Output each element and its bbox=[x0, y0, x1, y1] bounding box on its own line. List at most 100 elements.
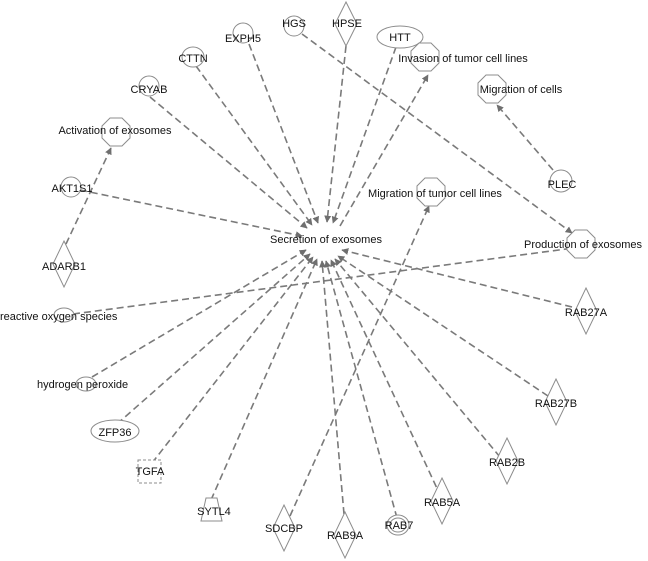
node-label: reactive oxygen species bbox=[0, 311, 118, 323]
node-adarb1[interactable]: ADARB1 bbox=[42, 239, 86, 289]
node-label: RAB5A bbox=[424, 497, 461, 509]
diamond-shape bbox=[333, 510, 357, 560]
node-label: hydrogen peroxide bbox=[37, 379, 128, 391]
node-label: HGS bbox=[282, 18, 306, 30]
node-akt1s1[interactable]: AKT1S1 bbox=[52, 176, 93, 198]
node-zfp36[interactable]: ZFP36 bbox=[90, 419, 140, 443]
octagon-shape bbox=[101, 117, 131, 147]
hub-label: Secretion of exosomes bbox=[270, 234, 382, 246]
edge-rab27a-hub bbox=[341, 248, 573, 308]
ellipse-shape bbox=[181, 46, 205, 68]
octagon-shape bbox=[566, 229, 596, 259]
edge-rab7-hub bbox=[324, 260, 398, 519]
diamond-shape bbox=[430, 476, 454, 526]
node-label: CTTN bbox=[178, 53, 207, 65]
octagon-shape bbox=[416, 177, 446, 207]
edge-exph5-hub bbox=[248, 43, 319, 224]
diamond-shape bbox=[52, 239, 76, 289]
edge-hgs-production bbox=[301, 33, 573, 234]
edge-h2o2-hub bbox=[91, 249, 307, 378]
node-sytl4[interactable]: SYTL4 bbox=[197, 497, 231, 522]
node-migration-of-cells[interactable]: Migration of cells bbox=[477, 74, 563, 104]
edge-tgfa-hub bbox=[151, 256, 314, 464]
octagon-shape bbox=[410, 42, 440, 72]
edge-cryab-hub bbox=[149, 96, 308, 229]
octagon-shape bbox=[477, 74, 507, 104]
node-label: ZFP36 bbox=[98, 427, 131, 439]
node-hgs[interactable]: HGS bbox=[282, 15, 306, 37]
node-label: Activation of exosomes bbox=[58, 125, 172, 137]
node-rab9a[interactable]: RAB9A bbox=[327, 510, 364, 560]
diamond-shape bbox=[272, 503, 296, 553]
edges bbox=[65, 33, 575, 519]
diamond-shape bbox=[495, 436, 519, 486]
edge-zfp36-hub bbox=[116, 253, 311, 425]
edge-rab9a-hub bbox=[319, 260, 345, 515]
node-label: PLEC bbox=[548, 179, 577, 191]
node-rab27a[interactable]: RAB27A bbox=[565, 286, 608, 336]
node-rab5a[interactable]: RAB5A bbox=[424, 476, 461, 526]
node-production-of-exosomes[interactable]: Production of exosomes bbox=[524, 229, 643, 259]
node-label: EXPH5 bbox=[225, 33, 261, 45]
edge-rab5a-hub bbox=[330, 259, 442, 498]
edge-rab2b-hub bbox=[334, 258, 501, 458]
node-label: AKT1S1 bbox=[52, 183, 93, 195]
node-reactive-oxygen-species[interactable]: reactive oxygen species bbox=[0, 307, 118, 323]
node-label: RAB27B bbox=[535, 398, 577, 410]
edge-sdcbp-migration-tumor bbox=[289, 205, 430, 517]
edge-hpse-hub bbox=[324, 45, 347, 223]
edge-hub-invasion bbox=[339, 74, 429, 227]
node-label: RAB2B bbox=[489, 457, 525, 469]
node-label: RAB27A bbox=[565, 307, 608, 319]
edge-rab27b-hub bbox=[337, 255, 549, 397]
node-exph5[interactable]: EXPH5 bbox=[225, 22, 261, 45]
edge-htt-hub bbox=[331, 46, 397, 224]
edge-ros-production bbox=[72, 245, 575, 315]
node-activation-of-exosomes[interactable]: Activation of exosomes bbox=[58, 117, 172, 147]
node-label: TGFA bbox=[136, 466, 165, 478]
ellipse-inner-shape bbox=[389, 517, 407, 533]
ellipse-shape bbox=[376, 25, 424, 49]
node-label: CRYAB bbox=[131, 84, 168, 96]
edge-sytl4-hub bbox=[210, 258, 318, 501]
node-label: Invasion of tumor cell lines bbox=[398, 53, 528, 65]
node-cryab[interactable]: CRYAB bbox=[131, 75, 168, 97]
node-tgfa[interactable]: TGFA bbox=[136, 459, 165, 484]
diamond-shape bbox=[334, 0, 358, 48]
node-label: SYTL4 bbox=[197, 506, 231, 518]
node-plec[interactable]: PLEC bbox=[548, 169, 577, 193]
node-invasion-of-tumor-cell-lines[interactable]: Invasion of tumor cell lines bbox=[398, 42, 528, 72]
node-label: SDCBP bbox=[265, 523, 303, 535]
ellipse-shape bbox=[53, 307, 75, 323]
ellipse-shape bbox=[138, 75, 160, 97]
node-cttn[interactable]: CTTN bbox=[178, 46, 208, 68]
ellipse-shape bbox=[549, 169, 573, 193]
trapezoid-shape bbox=[200, 497, 223, 522]
node-rab7[interactable]: RAB7 bbox=[385, 514, 414, 536]
node-label: Migration of tumor cell lines bbox=[368, 188, 502, 200]
node-label: Production of exosomes bbox=[524, 239, 643, 251]
edge-akt1s1-hub bbox=[79, 189, 303, 239]
edge-cttn-hub bbox=[195, 65, 313, 226]
node-sdcbp[interactable]: SDCBP bbox=[265, 503, 303, 553]
node-label: Migration of cells bbox=[480, 84, 563, 96]
diamond-shape bbox=[544, 377, 568, 427]
node-htt[interactable]: HTT bbox=[376, 25, 424, 49]
node-rab27b[interactable]: RAB27B bbox=[535, 377, 577, 427]
node-hydrogen-peroxide[interactable]: hydrogen peroxide bbox=[37, 376, 128, 392]
node-rab2b[interactable]: RAB2B bbox=[489, 436, 525, 486]
ellipse-shape bbox=[60, 176, 82, 198]
node-label: RAB7 bbox=[385, 520, 414, 532]
node-hpse[interactable]: HPSE bbox=[332, 0, 362, 48]
node-secretion-of-exosomes[interactable]: Secretion of exosomes bbox=[270, 234, 382, 246]
node-label: ADARB1 bbox=[42, 261, 86, 273]
ellipse-shape bbox=[75, 376, 97, 392]
node-migration-of-tumor-cell-lines[interactable]: Migration of tumor cell lines bbox=[368, 177, 502, 207]
ellipse-shape bbox=[232, 22, 254, 44]
ellipse-shape bbox=[90, 419, 140, 443]
ellipse-shape bbox=[283, 15, 305, 37]
node-label: HTT bbox=[389, 32, 411, 44]
node-label: RAB9A bbox=[327, 530, 364, 542]
